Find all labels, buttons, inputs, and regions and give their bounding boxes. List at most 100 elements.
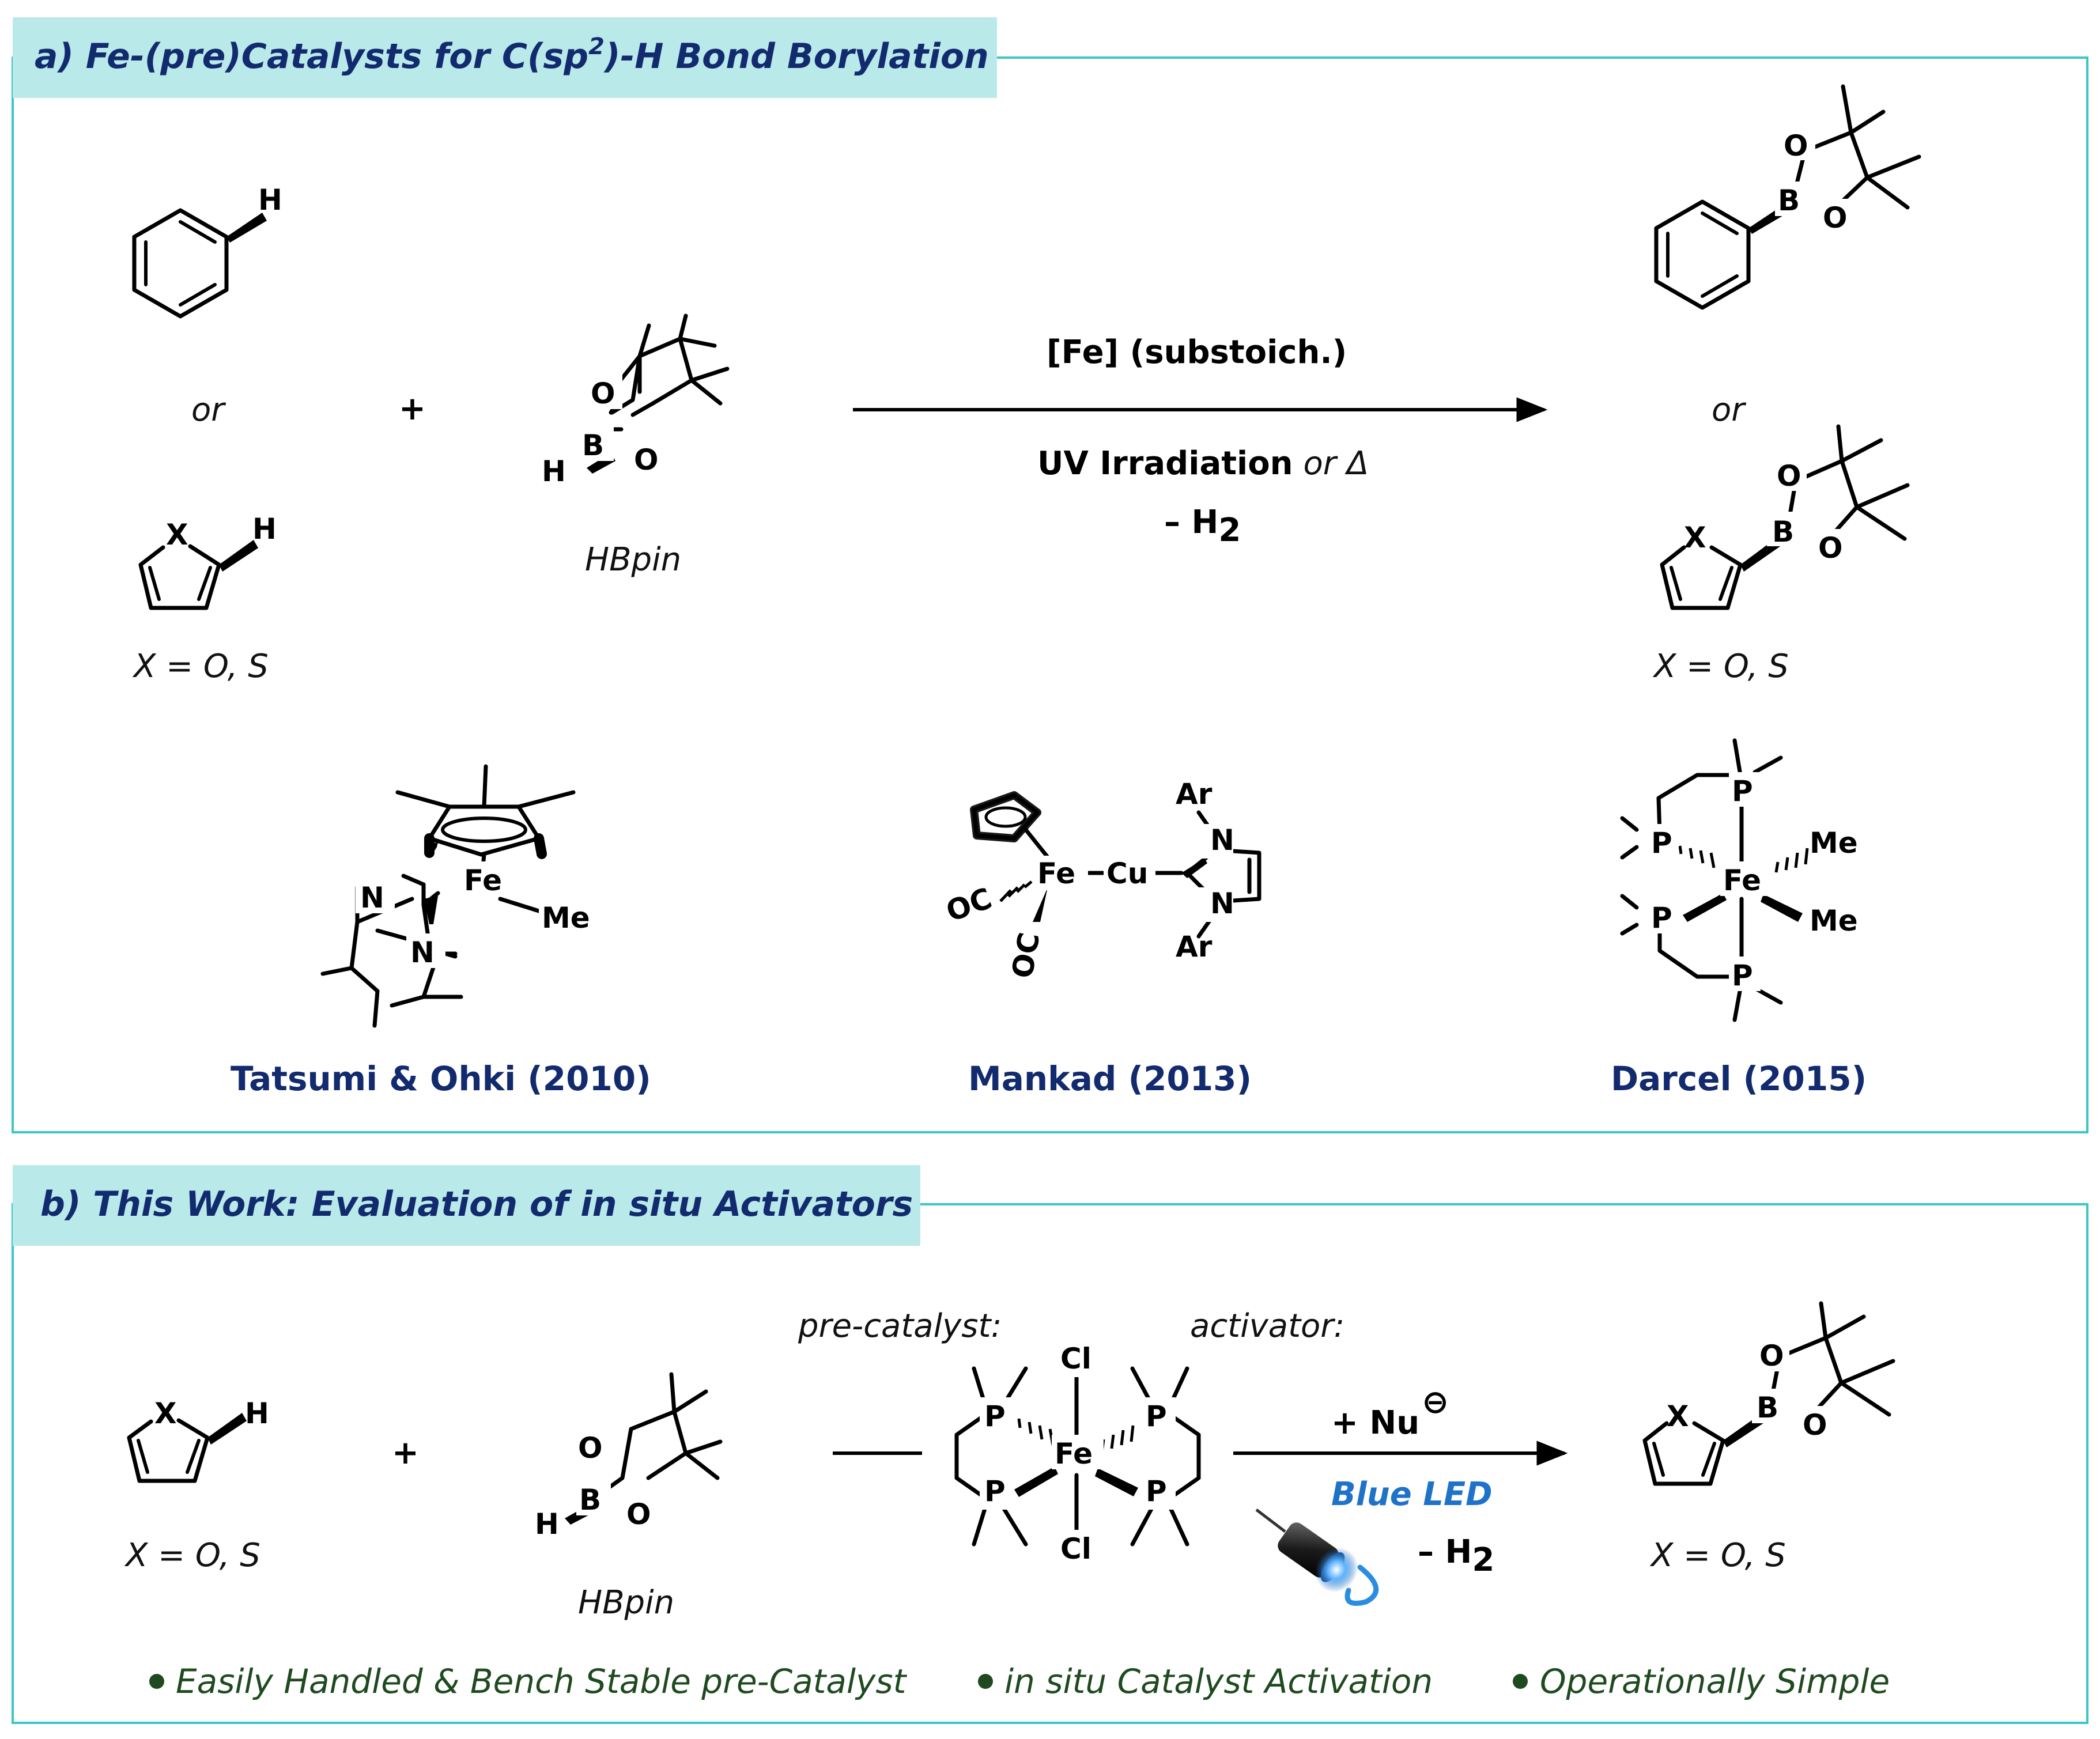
atom-H: H bbox=[535, 1507, 559, 1541]
atom-B: B bbox=[1757, 1391, 1778, 1424]
atom-P: P bbox=[1732, 959, 1753, 992]
bullet-dot bbox=[149, 1674, 164, 1689]
citation-tatsumi: Tatsumi & Ohki (2010) bbox=[231, 1059, 651, 1098]
bullet-2: in situ Catalyst Activation bbox=[978, 1662, 1433, 1701]
nu-activator: + Nu⊖ bbox=[1331, 1383, 1449, 1442]
panel-b-header-bg bbox=[13, 1165, 920, 1246]
hbpin-label-a: HBpin bbox=[585, 541, 681, 579]
atom-O: O bbox=[578, 1431, 603, 1465]
atom-B: B bbox=[1772, 515, 1794, 549]
hbpin-b: O B O H bbox=[535, 1372, 723, 1541]
atom-Cu: Cu bbox=[1106, 857, 1148, 890]
atom-Cl: Cl bbox=[1060, 1342, 1091, 1375]
atom-Fe: Fe bbox=[1723, 864, 1761, 897]
atom-X: X bbox=[1667, 1400, 1689, 1433]
catalyst-tatsumi: N N Fe Me bbox=[320, 764, 602, 1028]
precatalyst-fecl2: Cl P P Fe P P Cl bbox=[954, 1342, 1201, 1566]
atom-OC: OC bbox=[942, 882, 996, 929]
x-eq-left: X = O, S bbox=[132, 648, 269, 685]
or-left: or bbox=[191, 391, 226, 429]
atom-P: P bbox=[1651, 901, 1672, 935]
hbpin-a: O B O H bbox=[542, 313, 730, 488]
atom-Fe: Fe bbox=[1055, 1437, 1093, 1470]
atom-Ar: Ar bbox=[1176, 777, 1213, 811]
activator-label: activator: bbox=[1190, 1307, 1344, 1345]
panel-a-header: a) Fe-(pre)Catalysts for C(sp2)-H Bond B… bbox=[35, 33, 989, 77]
x-eq-right: X = O, S bbox=[1652, 648, 1789, 685]
benzene-left: H bbox=[132, 183, 282, 319]
panel-a-header-bg bbox=[13, 17, 997, 98]
bullet-text: in situ Catalyst Activation bbox=[1004, 1662, 1433, 1701]
atom-O: O bbox=[1777, 459, 1801, 493]
heteroaryl-bpin-a: X O B O bbox=[1660, 424, 1910, 610]
atom-N: N bbox=[410, 936, 435, 969]
atom-Me: Me bbox=[1810, 904, 1858, 937]
atom-P: P bbox=[1732, 774, 1753, 808]
atom-H: H bbox=[542, 455, 566, 488]
atom-O: O bbox=[634, 443, 659, 477]
atom-P: P bbox=[1651, 826, 1672, 860]
atom-P: P bbox=[984, 1475, 1006, 1508]
atom-B: B bbox=[582, 429, 604, 462]
atom-O: O bbox=[1803, 1408, 1827, 1442]
minus-h2-a: – H2 bbox=[1164, 504, 1241, 549]
atom-N: N bbox=[1210, 887, 1234, 920]
panel-b: b) This Work: Evaluation of in situ Acti… bbox=[12, 1165, 2088, 1724]
hbpin-label-b: HBpin bbox=[578, 1584, 674, 1621]
atom-B: B bbox=[579, 1483, 601, 1517]
bullet-dot bbox=[1513, 1674, 1528, 1689]
catalyst-mankad: Ar N Fe Cu N Ar OC OC bbox=[942, 777, 1261, 981]
citation-mankad: Mankad (2013) bbox=[968, 1059, 1252, 1098]
atom-P: P bbox=[1146, 1400, 1167, 1433]
heteroarene-b: X H bbox=[127, 1397, 269, 1483]
atom-Fe: Fe bbox=[1037, 857, 1075, 890]
atom-X: X bbox=[154, 1397, 177, 1430]
atom-OC: OC bbox=[1006, 930, 1047, 981]
atom-O: O bbox=[1784, 129, 1808, 162]
heteroaryl-bpin-b: X O B O bbox=[1642, 1301, 1895, 1486]
heteroarene-left: X H bbox=[138, 512, 277, 610]
atom-Me: Me bbox=[542, 901, 590, 935]
atom-O: O bbox=[591, 377, 615, 410]
x-eq-left-b: X = O, S bbox=[124, 1537, 260, 1574]
atom-B: B bbox=[1778, 184, 1800, 217]
minus-h2-b: – H2 bbox=[1418, 1533, 1494, 1579]
atom-P: P bbox=[984, 1400, 1006, 1433]
catalyst-darcel: P P Me Fe P Me P bbox=[1620, 738, 1858, 1022]
atom-N: N bbox=[360, 881, 384, 914]
atom-Fe: Fe bbox=[464, 864, 502, 897]
atom-P: P bbox=[1146, 1475, 1167, 1508]
bullet-1: Easily Handled & Bench Stable pre-Cataly… bbox=[149, 1662, 908, 1701]
atom-X: X bbox=[1684, 521, 1706, 554]
atom-H: H bbox=[258, 183, 282, 217]
panel-a-frame bbox=[12, 56, 2088, 1133]
bullet-text: Easily Handled & Bench Stable pre-Cataly… bbox=[176, 1662, 908, 1701]
precatalyst-label: pre-catalyst: bbox=[798, 1307, 1002, 1345]
bullet-dot bbox=[978, 1674, 993, 1689]
atom-O: O bbox=[1818, 531, 1843, 565]
atom-X: X bbox=[166, 518, 188, 551]
atom-Me: Me bbox=[1810, 826, 1858, 860]
or-right: or bbox=[1712, 391, 1746, 429]
blue-led-icon bbox=[1255, 1509, 1379, 1606]
atom-O: O bbox=[1823, 201, 1848, 235]
atom-Cl: Cl bbox=[1060, 1532, 1091, 1566]
plus-b: + bbox=[392, 1434, 419, 1472]
bullet-3: Operationally Simple bbox=[1513, 1662, 1890, 1701]
atom-H: H bbox=[252, 512, 277, 546]
plus-a: + bbox=[399, 390, 426, 428]
atom-Ar: Ar bbox=[1176, 930, 1213, 963]
panel-b-header: b) This Work: Evaluation of in situ Acti… bbox=[40, 1184, 913, 1224]
atom-O: O bbox=[626, 1498, 651, 1531]
blue-led-label: Blue LED bbox=[1331, 1476, 1493, 1513]
atom-H: H bbox=[245, 1397, 269, 1430]
condition-top: [Fe] (substoich.) bbox=[1047, 334, 1347, 371]
panel-b-frame bbox=[12, 1203, 2088, 1724]
citation-darcel: Darcel (2015) bbox=[1611, 1059, 1867, 1098]
bullet-text: Operationally Simple bbox=[1540, 1662, 1890, 1701]
atom-O: O bbox=[1759, 1339, 1784, 1373]
panel-a: a) Fe-(pre)Catalysts for C(sp2)-H Bond B… bbox=[12, 17, 2088, 1133]
